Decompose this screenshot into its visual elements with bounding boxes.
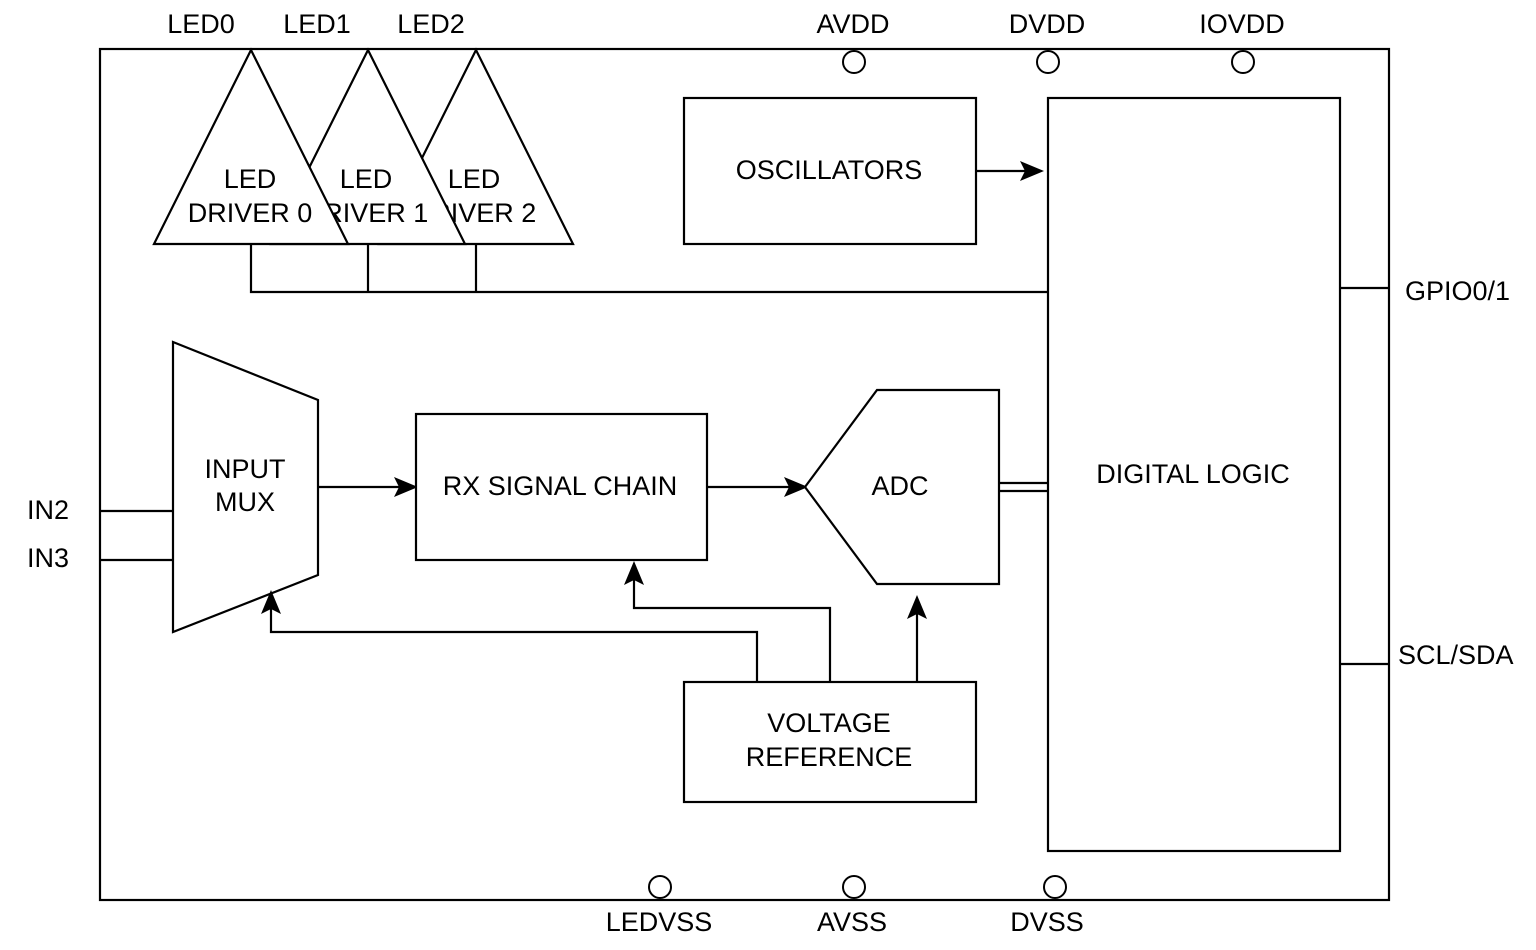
digital-logic-label: DIGITAL LOGIC [1096, 459, 1290, 489]
pin-label-gpio: GPIO0/1 [1405, 276, 1510, 306]
vref-to-rx-line [632, 578, 832, 682]
pin-label-led1: LED1 [283, 9, 351, 39]
vref-to-mux-line [269, 606, 759, 682]
pin-circle-avss [842, 875, 866, 899]
rx-signal-chain-label: RX SIGNAL CHAIN [443, 471, 678, 501]
pin-label-dvss: DVSS [1010, 907, 1084, 937]
vref-to-rx-arrowhead [624, 561, 644, 585]
pin-label-scl-sda: SCL/SDA [1398, 640, 1514, 670]
adc-label: ADC [871, 471, 928, 501]
led-driver-0-label-line1: LED [224, 164, 277, 194]
pin-label-led2: LED2 [397, 9, 465, 39]
input-mux-label-line1: INPUT [205, 454, 286, 484]
led-driver-2-label-line1: LED [448, 164, 501, 194]
led-driver-1-label-line1: LED [340, 164, 393, 194]
pin-circle-avdd [842, 50, 866, 74]
voltage-reference-label-line1: VOLTAGE [767, 708, 891, 738]
input-mux-block: INPUT MUX [171, 340, 320, 634]
vref-to-mux-arrowhead [261, 590, 281, 614]
oscillators-label: OSCILLATORS [736, 155, 923, 185]
pin-circle-iovdd [1231, 50, 1255, 74]
pin-label-in2: IN2 [27, 495, 69, 525]
pin-label-dvdd: DVDD [1009, 9, 1086, 39]
pin-label-avss: AVSS [817, 907, 887, 937]
led-driver-bus [249, 244, 1048, 294]
pin-label-in3: IN3 [27, 543, 69, 573]
rx-signal-chain-block: RX SIGNAL CHAIN [414, 412, 709, 562]
adc-block: ADC [803, 388, 1001, 586]
vref-to-adc-arrowhead [907, 595, 927, 619]
input-mux-label-line2: MUX [215, 487, 275, 517]
rx-to-adc-arrowhead [784, 477, 808, 497]
pin-label-ledvss: LEDVSS [606, 907, 713, 937]
pin-circle-dvss [1043, 875, 1067, 899]
pin-label-avdd: AVDD [816, 9, 889, 39]
digital-logic-block: DIGITAL LOGIC [1046, 96, 1342, 853]
pin-circle-dvdd [1036, 50, 1060, 74]
pin-circle-ledvss [648, 875, 672, 899]
chip-boundary [98, 47, 1391, 902]
voltage-reference-block: VOLTAGE REFERENCE [682, 680, 978, 804]
voltage-reference-label-line2: REFERENCE [746, 742, 913, 772]
osc-to-logic-arrowhead [1020, 161, 1044, 181]
pin-label-iovdd: IOVDD [1199, 9, 1285, 39]
mux-to-rx-arrowhead [394, 477, 418, 497]
pin-label-led0: LED0 [167, 9, 235, 39]
led-driver-0-label-line2: DRIVER 0 [188, 198, 313, 228]
oscillators-block: OSCILLATORS [682, 96, 978, 246]
led-driver-0: LED DRIVER 0 [152, 47, 350, 246]
